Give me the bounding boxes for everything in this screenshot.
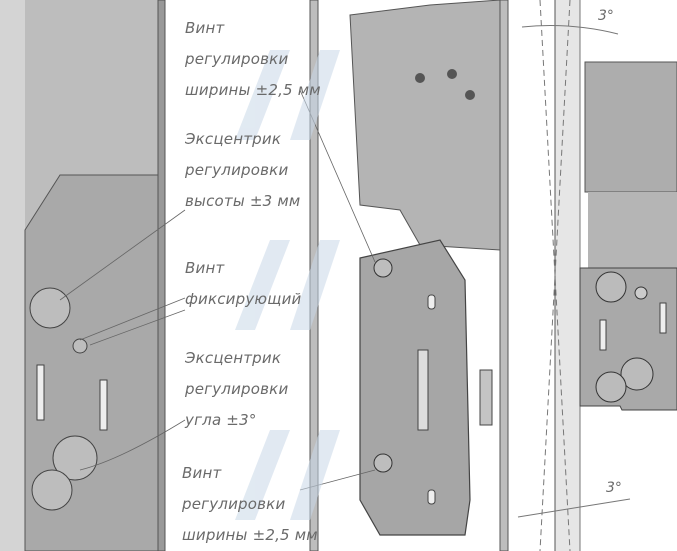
label-line: ширины ±2,5 мм: [185, 81, 321, 99]
leader-lines: [59, 209, 186, 471]
label-line: ширины ±2,5 мм: [182, 526, 318, 544]
label-width-screw-bottom: Винт регулировки ширины ±2,5 мм: [182, 458, 318, 551]
watermark-logo: [235, 50, 340, 520]
label-line: Винт: [185, 259, 225, 277]
label-line: регулировки: [185, 161, 289, 179]
label-fixing-screw: Винт фиксирующий: [185, 253, 301, 315]
label-line: Эксцентрик: [185, 130, 282, 148]
label-line: регулировки: [182, 495, 286, 513]
middle-view: [299, 0, 501, 551]
right-view: [499, 0, 677, 551]
label-line: Винт: [182, 464, 222, 482]
label-line: фиксирующий: [185, 290, 302, 308]
label-height-eccentric: Эксцентрик регулировки высоты ±3 мм: [185, 124, 300, 217]
label-line: Винт: [185, 19, 225, 37]
left-view: [0, 0, 166, 551]
label-line: высоты ±3 мм: [185, 192, 301, 210]
label-line: угла ±3°: [185, 411, 257, 429]
angle-label-bottom: 3°: [606, 480, 622, 496]
angle-label-top: 3°: [598, 8, 614, 24]
label-line: регулировки: [185, 380, 289, 398]
label-line: Эксцентрик: [185, 349, 282, 367]
label-line: регулировки: [185, 50, 289, 68]
label-angle-eccentric: Эксцентрик регулировки угла ±3°: [185, 343, 288, 436]
label-width-screw-top: Винт регулировки ширины ±2,5 мм: [185, 13, 321, 106]
